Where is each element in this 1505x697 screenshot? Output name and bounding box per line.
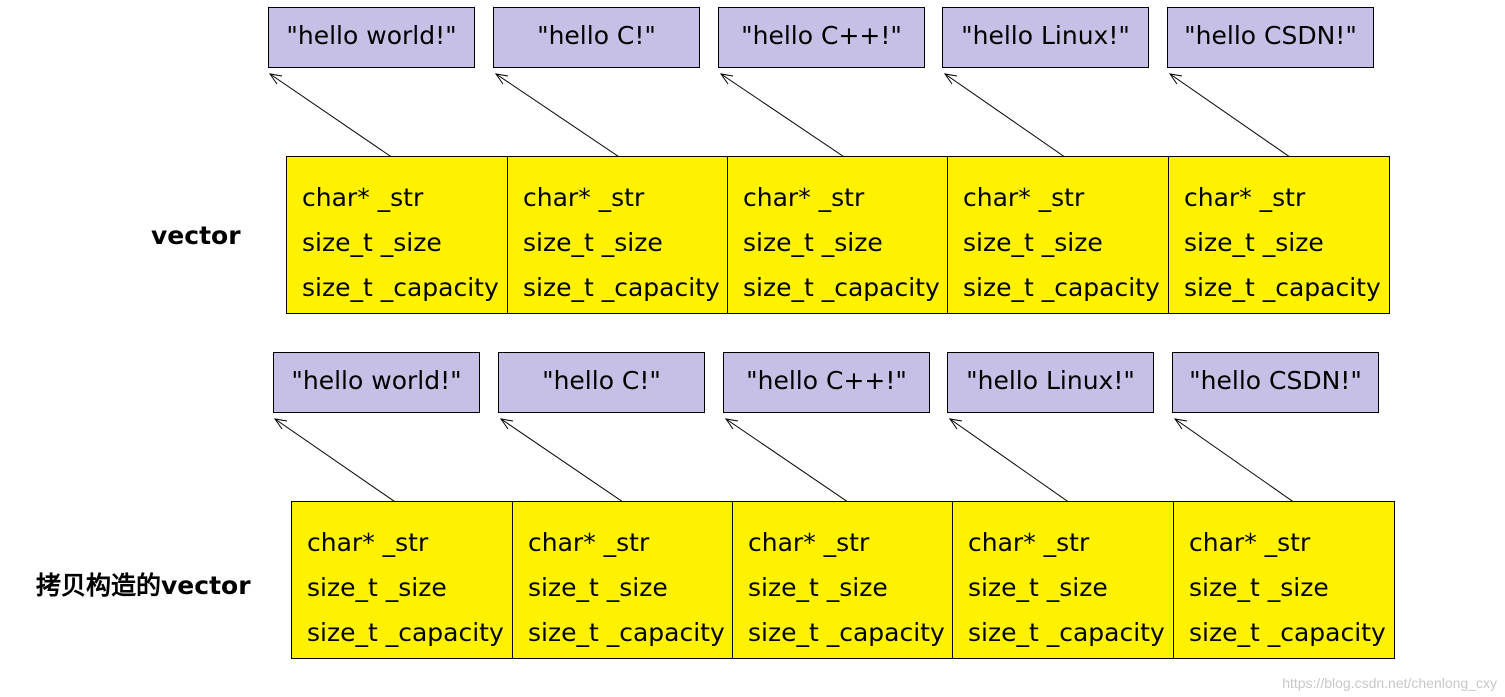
pointer-arrow <box>944 73 1086 172</box>
string-literal-box: "hello C++!" <box>718 7 925 68</box>
string-object-cell: char* _str size_t _size size_t _capacity <box>947 156 1169 314</box>
arrowhead <box>724 418 739 430</box>
field-capacity: size_t _capacity <box>968 618 1165 647</box>
field-capacity: size_t _capacity <box>528 618 725 647</box>
field-str: char* _str <box>302 183 424 212</box>
field-size: size_t _size <box>963 228 1103 257</box>
field-size: size_t _size <box>748 573 888 602</box>
field-str: char* _str <box>748 528 870 557</box>
field-size: size_t _size <box>302 228 442 257</box>
arrowhead <box>943 73 958 85</box>
arrowhead <box>499 418 514 430</box>
pointer-arrow <box>725 418 871 518</box>
field-str: char* _str <box>1184 183 1306 212</box>
field-str: char* _str <box>528 528 650 557</box>
field-str: char* _str <box>1189 528 1311 557</box>
arrowhead <box>494 73 509 85</box>
field-str: char* _str <box>963 183 1085 212</box>
watermark: https://blog.csdn.net/chenlong_cxy <box>1282 675 1497 691</box>
field-capacity: size_t _capacity <box>1184 273 1381 302</box>
string-object-cell: char* _str size_t _size size_t _capacity <box>286 156 508 314</box>
arrowhead <box>273 418 288 430</box>
string-object-cell: char* _str size_t _size size_t _capacity <box>952 501 1174 659</box>
field-capacity: size_t _capacity <box>523 273 720 302</box>
field-capacity: size_t _capacity <box>302 273 499 302</box>
arrowhead <box>268 73 283 85</box>
string-literal-box: "hello CSDN!" <box>1167 7 1374 68</box>
field-size: size_t _size <box>528 573 668 602</box>
field-str: char* _str <box>968 528 1090 557</box>
pointer-arrow <box>274 418 418 518</box>
pointer-arrow <box>720 73 866 172</box>
pointer-arrow <box>495 73 641 172</box>
field-str: char* _str <box>743 183 865 212</box>
string-object-cell: char* _str size_t _size size_t _capacity <box>1173 501 1395 659</box>
field-size: size_t _size <box>743 228 883 257</box>
string-literal-box: "hello Linux!" <box>942 7 1149 68</box>
string-object-cell: char* _str size_t _size size_t _capacity <box>732 501 953 659</box>
field-str: char* _str <box>523 183 645 212</box>
field-size: size_t _size <box>1184 228 1324 257</box>
pointer-arrow <box>1169 73 1311 172</box>
pointer-arrow <box>1174 418 1316 518</box>
arrowhead <box>948 418 963 430</box>
string-literal-box: "hello Linux!" <box>947 352 1154 413</box>
field-size: size_t _size <box>307 573 447 602</box>
arrowhead <box>1168 73 1183 85</box>
string-object-cell: char* _str size_t _size size_t _capacity <box>512 501 733 659</box>
string-object-cell: char* _str size_t _size size_t _capacity <box>291 501 513 659</box>
row-label-copy-vector: 拷贝构造的vector <box>36 571 251 600</box>
pointer-arrow <box>269 73 413 172</box>
field-size: size_t _size <box>968 573 1108 602</box>
string-literal-box: "hello C++!" <box>723 352 930 413</box>
arrowhead <box>1173 418 1188 430</box>
string-literal-box: "hello C!" <box>493 7 700 68</box>
field-size: size_t _size <box>1189 573 1329 602</box>
arrowhead <box>719 73 734 85</box>
pointer-arrow <box>949 418 1091 518</box>
row-label-vector: vector <box>151 221 241 250</box>
field-capacity: size_t _capacity <box>307 618 504 647</box>
field-size: size_t _size <box>523 228 663 257</box>
string-literal-box: "hello C!" <box>498 352 705 413</box>
field-str: char* _str <box>307 528 429 557</box>
string-object-cell: char* _str size_t _size size_t _capacity <box>1168 156 1390 314</box>
string-object-cell: char* _str size_t _size size_t _capacity <box>507 156 728 314</box>
string-literal-box: "hello CSDN!" <box>1172 352 1379 413</box>
field-capacity: size_t _capacity <box>748 618 945 647</box>
string-literal-box: "hello world!" <box>268 7 475 68</box>
field-capacity: size_t _capacity <box>1189 618 1386 647</box>
string-literal-box: "hello world!" <box>273 352 480 413</box>
field-capacity: size_t _capacity <box>963 273 1160 302</box>
pointer-arrow <box>500 418 646 518</box>
string-object-cell: char* _str size_t _size size_t _capacity <box>727 156 948 314</box>
field-capacity: size_t _capacity <box>743 273 940 302</box>
